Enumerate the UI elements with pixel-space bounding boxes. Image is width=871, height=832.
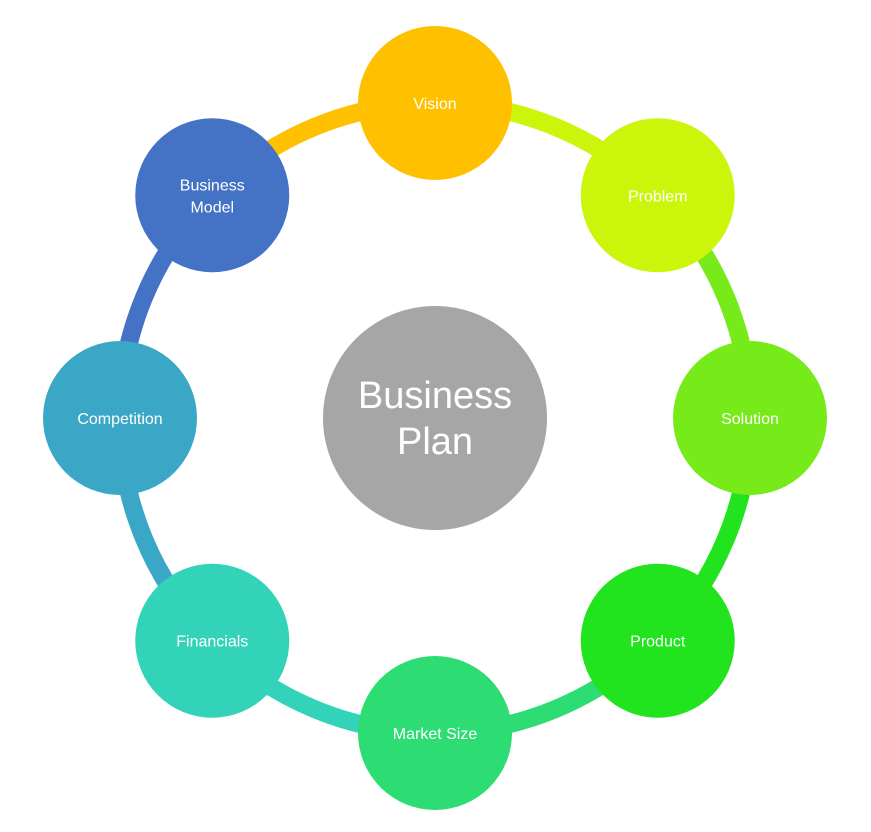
node-circle-market-size (358, 656, 512, 810)
node-label-line: Vision (413, 96, 456, 113)
node-label-line: Solution (721, 411, 779, 428)
node-label-problem: Problem (628, 188, 688, 205)
node-label-line: Business (180, 177, 245, 194)
center-label-line: Business (358, 375, 512, 417)
node-circle-problem (580, 118, 735, 273)
node-label-solution: Solution (721, 411, 779, 428)
node-label-line: Problem (628, 188, 688, 205)
node-label-line: Market Size (393, 726, 478, 743)
node-label-market-size: Market Size (393, 726, 478, 743)
node-circle-financials (135, 563, 290, 718)
node-product: Product (580, 563, 735, 718)
center-label-line: Plan (397, 421, 473, 463)
node-problem: Problem (580, 118, 735, 273)
node-circle-solution (673, 341, 827, 495)
node-financials: Financials (135, 563, 290, 718)
node-label-line: Financials (176, 634, 248, 651)
node-circle-competition (43, 341, 197, 495)
node-label-competition: Competition (77, 411, 162, 428)
node-label-product: Product (630, 634, 686, 651)
node-competition: Competition (43, 341, 197, 495)
node-label-vision: Vision (413, 96, 456, 113)
node-label-line: Model (190, 199, 234, 216)
center-circle (323, 306, 547, 530)
node-vision: Vision (358, 26, 512, 180)
node-label-line: Product (630, 634, 686, 651)
node-circle-business-model (135, 118, 290, 273)
node-label-financials: Financials (176, 634, 248, 651)
node-market-size: Market Size (358, 656, 512, 810)
node-circle-vision (358, 26, 512, 180)
node-circle-product (580, 563, 735, 718)
node-solution: Solution (673, 341, 827, 495)
node-label-line: Competition (77, 411, 162, 428)
